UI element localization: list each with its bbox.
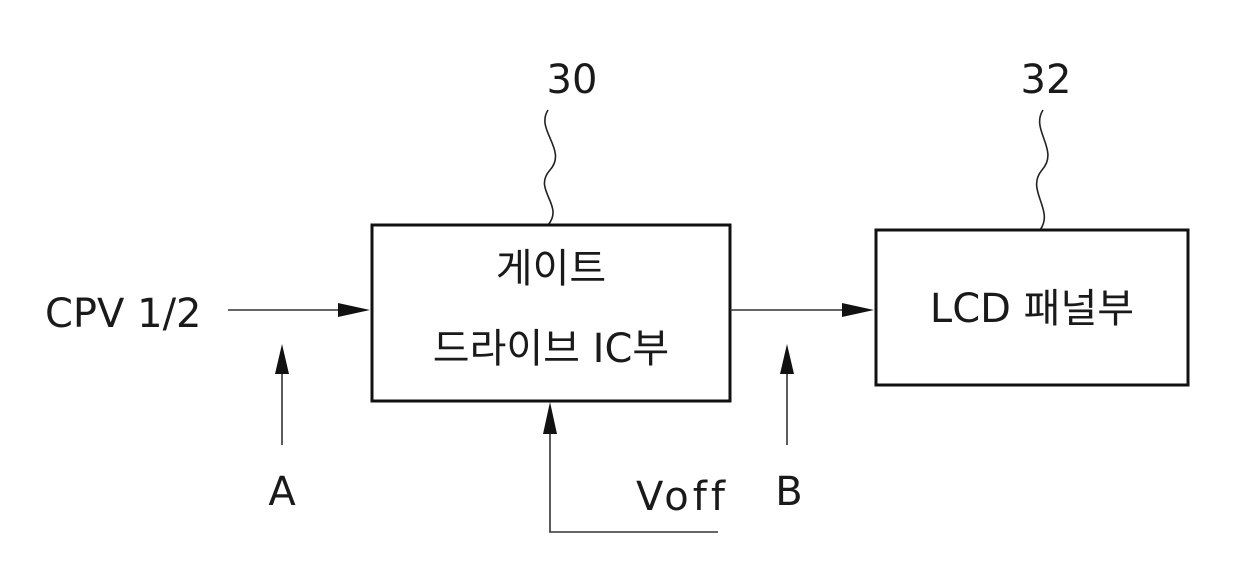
gate-drive-ic-label-line1: 게이트 (496, 246, 606, 292)
cpv-input-label: CPV 1/2 (45, 291, 202, 337)
marker-b-arrowhead (780, 344, 794, 374)
output-arrowhead (842, 303, 874, 317)
ref-30-leader (544, 110, 555, 225)
ref-number-30: 30 (547, 57, 598, 103)
cpv-input-arrowhead (338, 303, 370, 317)
voff-label: Voff (636, 474, 729, 520)
ref-32-leader (1037, 110, 1048, 230)
marker-b-label: B (775, 469, 802, 515)
ref-number-32: 32 (1021, 57, 1072, 103)
voff-arrowhead (543, 402, 557, 434)
marker-a-arrowhead (275, 344, 289, 374)
gate-drive-ic-label-line2: 드라이브 IC부 (433, 326, 669, 372)
marker-a-label: A (268, 469, 296, 515)
lcd-panel-label: LCD 패널부 (930, 286, 1134, 332)
